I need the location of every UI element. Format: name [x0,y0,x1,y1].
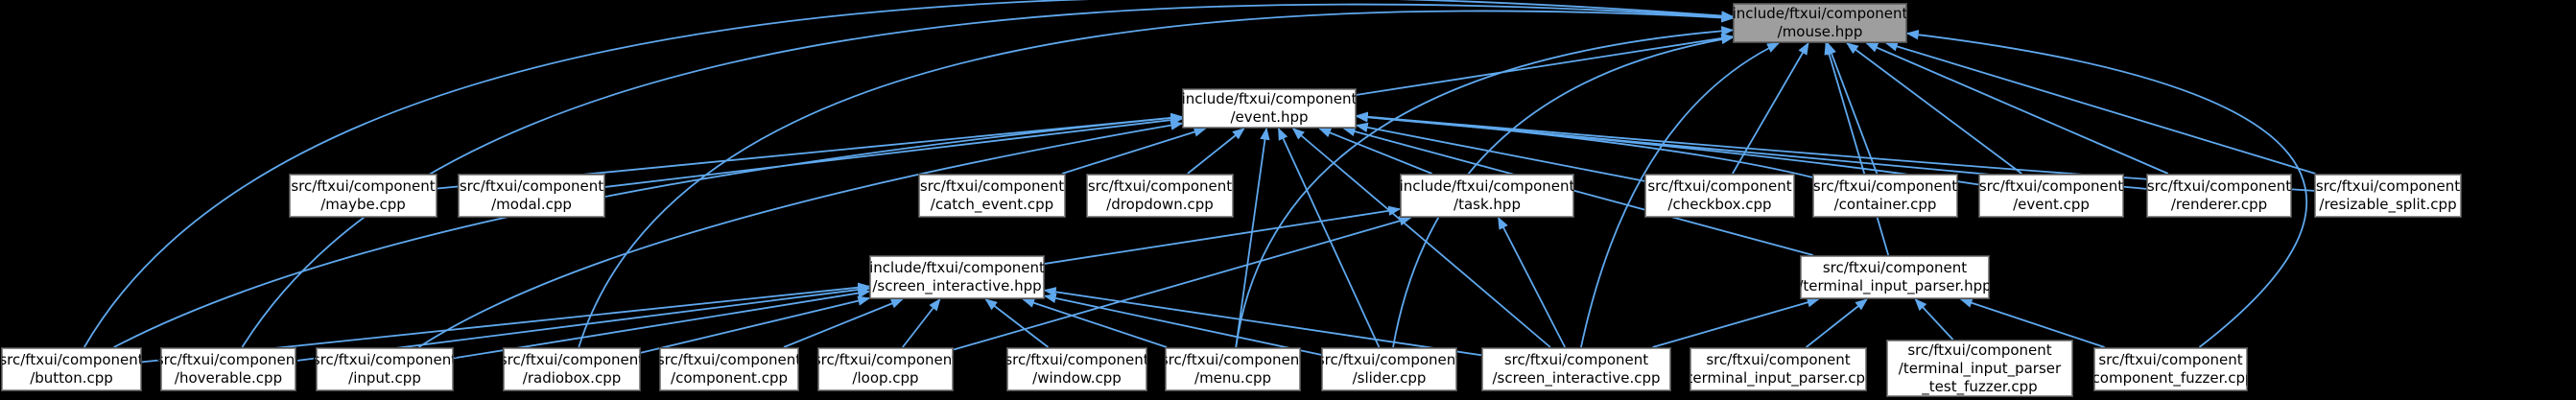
graph-node-catch_event_cpp[interactable]: src/ftxui/component /catch_event.cpp [918,174,1066,218]
include-edge-terminal_input_parser_cpp-to-terminal_input_parser_hpp [1806,298,1868,348]
include-edge-button_cpp-to-event_hpp [113,112,1184,348]
graph-node-checkbox_cpp[interactable]: src/ftxui/component /checkbox.cpp [1644,174,1795,218]
include-edge-slider_cpp-to-mouse_hpp [1392,34,1735,348]
include-edge-event_cpp-to-mouse_hpp [1846,42,2022,175]
graph-node-window_cpp[interactable]: src/ftxui/component /window.cpp [1004,347,1149,391]
graph-node-menu_cpp[interactable]: src/ftxui/component /menu.cpp [1161,347,1305,391]
graph-node-label: src/ftxui/component /modal.cpp [459,177,604,213]
include-edge-modal_cpp-to-event_hpp [604,114,1184,188]
include-edge-input_cpp-to-screen_interactive_hpp [453,288,871,360]
include-edge-event_hpp-to-mouse_hpp [1356,33,1735,96]
include-edge-screen_interactive_cpp-to-screen_interactive_hpp [1043,287,1482,357]
graph-node-label: src/ftxui/component /input.cpp [312,351,458,387]
include-edge-checkbox_cpp-to-event_hpp [1355,122,1645,182]
graph-node-button_cpp[interactable]: src/ftxui/component /button.cpp [0,347,144,391]
graph-node-hoverable_cpp[interactable]: src/ftxui/component /hoverable.cpp [156,347,300,391]
graph-node-screen_interactive_cpp[interactable]: src/ftxui/component /screen_interactive.… [1481,347,1671,391]
include-edge-screen_interactive_cpp-to-terminal_input_parser_hpp [1652,297,1820,348]
graph-node-label: include/ftxui/component /screen_interact… [869,259,1045,294]
graph-node-label: src/ftxui/component /container.cpp [1812,177,1958,213]
graph-node-resizable_split_cpp[interactable]: src/ftxui/component /resizable_split.cpp [2314,174,2462,218]
graph-node-radiobox_cpp[interactable]: src/ftxui/component /radiobox.cpp [500,347,644,391]
graph-node-label: src/ftxui/component /terminal_input_pars… [1898,341,2062,395]
include-edge-menu_cpp-to-screen_interactive_hpp [1022,297,1168,348]
graph-node-screen_interactive_hpp[interactable]: include/ftxui/component /screen_interact… [869,255,1045,299]
include-edge-screen_interactive_cpp-to-event_hpp [1291,128,1551,348]
graph-node-mouse_hpp[interactable]: include/ftxui/component /mouse.hpp [1732,3,1908,43]
include-edge-container_cpp-to-mouse_hpp [1827,41,1879,175]
include-edge-radiobox_cpp-to-screen_interactive_hpp [640,295,871,354]
graph-node-label: src/ftxui/component /slider.cpp [1316,351,1462,387]
graph-node-terminal_input_parser_hpp[interactable]: src/ftxui/component /terminal_input_pars… [1798,255,1992,299]
include-edge-screen_interactive_cpp-to-mouse_hpp [1580,42,1781,348]
graph-node-loop_cpp[interactable]: src/ftxui/component /loop.cpp [814,347,957,391]
include-edge-window_cpp-to-screen_interactive_hpp [984,298,1050,348]
graph-node-task_hpp[interactable]: include/ftxui/component /task.hpp [1399,174,1575,218]
include-edge-screen_interactive_hpp-to-task_hpp [1044,205,1402,265]
include-edge-radiobox_cpp-to-mouse_hpp [578,10,1735,348]
include-edge-renderer_cpp-to-mouse_hpp [1865,42,2169,175]
include-edge-terminal_input_parser_test_fuzzer_cpp-to-terminal_input_parser_hpp [1914,298,1954,341]
graph-node-label: src/ftxui/component /terminal_input_pars… [1798,259,1992,294]
include-edge-slider_cpp-to-event_hpp [1277,127,1381,348]
include-edge-input_cpp-to-event_hpp [417,120,1184,348]
include-edge-component_fuzzer_cpp-to-terminal_input_parser_hpp [1959,297,2105,348]
graph-node-label: src/ftxui/component /dropdown.cpp [1087,177,1233,213]
graph-node-terminal_input_parser_cpp[interactable]: src/ftxui/component /terminal_input_pars… [1682,347,1875,391]
graph-node-label: src/ftxui/component /resizable_split.cpp [2315,177,2461,213]
include-edge-component_cpp-to-screen_interactive_hpp [783,298,904,348]
graph-node-component_cpp[interactable]: src/ftxui/component /component.cpp [656,347,802,391]
include-edge-dropdown_cpp-to-event_hpp [1187,128,1245,175]
graph-node-event_cpp[interactable]: src/ftxui/component /event.cpp [1978,174,2124,218]
graph-node-slider_cpp[interactable]: src/ftxui/component /slider.cpp [1317,347,1461,391]
graph-node-label: src/ftxui/component /loop.cpp [813,351,958,387]
include-edge-menu_cpp-to-mouse_hpp [1235,26,1735,348]
include-edge-hoverable_cpp-to-mouse_hpp [241,3,1735,348]
graph-node-renderer_cpp[interactable]: src/ftxui/component /renderer.cpp [2146,174,2292,218]
include-edge-component_fuzzer_cpp-to-mouse_hpp [1905,30,2308,348]
graph-node-container_cpp[interactable]: src/ftxui/component /container.cpp [1812,174,1958,218]
include-edge-menu_cpp-to-event_hpp [1235,127,1270,348]
include-edge-task_hpp-to-event_hpp [1318,128,1432,175]
graph-node-event_hpp[interactable]: include/ftxui/component /event.hpp [1181,88,1358,129]
graph-node-label: src/ftxui/component /screen_interactive.… [1492,351,1661,387]
graph-node-dropdown_cpp[interactable]: src/ftxui/component /dropdown.cpp [1086,174,1234,218]
graph-node-maybe_cpp[interactable]: src/ftxui/component /maybe.cpp [289,174,437,218]
graph-node-modal_cpp[interactable]: src/ftxui/component /modal.cpp [458,174,605,218]
graph-node-label: src/ftxui/component /terminal_input_pars… [1682,351,1875,387]
include-edge-resizable_split_cpp-to-mouse_hpp [1884,41,2316,175]
graph-node-label: src/ftxui/component /catch_event.cpp [919,177,1065,213]
graph-node-component_fuzzer_cpp[interactable]: src/ftxui/component /component_fuzzer.cp… [2087,347,2255,391]
include-edge-loop_cpp-to-task_hpp [953,216,1412,351]
include-edge-catch_event_cpp-to-event_hpp [1061,127,1207,175]
graph-node-label: src/ftxui/component /maybe.cpp [291,177,436,213]
graph-node-label: src/ftxui/component /component.cpp [656,351,802,387]
graph-node-input_cpp[interactable]: src/ftxui/component /input.cpp [313,347,457,391]
graph-node-terminal_input_parser_test_fuzzer_cpp[interactable]: src/ftxui/component /terminal_input_pars… [1886,340,2073,397]
graph-node-label: src/ftxui/component /hoverable.cpp [155,351,301,387]
include-edge-loop_cpp-to-screen_interactive_hpp [902,297,941,348]
include-edge-terminal_input_parser_hpp-to-mouse_hpp [1824,41,1890,256]
graph-node-label: src/ftxui/component /checkbox.cpp [1647,177,1792,213]
graph-node-label: include/ftxui/component /event.hpp [1181,90,1358,126]
graph-node-label: src/ftxui/component /button.cpp [0,351,144,387]
include-edge-screen_interactive_cpp-to-task_hpp [1498,216,1566,348]
graph-node-label: src/ftxui/component /radiobox.cpp [499,351,645,387]
include-edge-container_cpp-to-event_hpp [1355,111,1813,178]
graph-node-label: src/ftxui/component /window.cpp [1004,351,1149,387]
graph-node-label: src/ftxui/component /event.cpp [1978,177,2124,213]
include-edge-slider_cpp-to-screen_interactive_hpp [1043,293,1322,356]
graph-node-label: src/ftxui/component /renderer.cpp [2146,177,2292,213]
graph-node-label: src/ftxui/component /component_fuzzer.cp… [2087,351,2255,387]
graph-node-label: include/ftxui/component /task.hpp [1399,177,1575,213]
graph-node-label: include/ftxui/component /mouse.hpp [1732,5,1908,40]
include-edge-button_cpp-to-mouse_hpp [83,0,1735,348]
graph-node-label: src/ftxui/component /menu.cpp [1160,351,1306,387]
include-edge-terminal_input_parser_hpp-to-event_hpp [1342,127,1814,256]
